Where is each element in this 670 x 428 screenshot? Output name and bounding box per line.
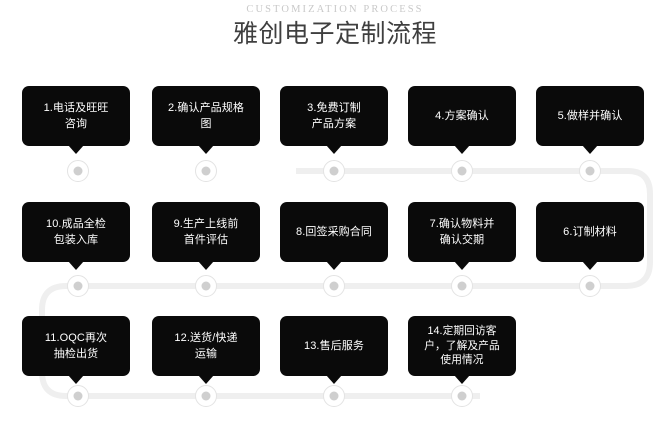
eyebrow-subtitle: CUSTOMIZATION PROCESS: [246, 4, 424, 15]
step-label-10: 10.成品全检 包装入库: [46, 218, 106, 246]
step-box-2[interactable]: 2.确认产品规格 图: [152, 86, 260, 154]
node-step-3: [323, 160, 345, 182]
step-box-5[interactable]: 5.做样并确认: [536, 86, 644, 154]
node-step-10: [67, 275, 89, 297]
node-step-1: [67, 160, 89, 182]
step-label-13: 13.售后服务: [304, 340, 364, 352]
node-step-13: [323, 385, 345, 407]
step-box-4[interactable]: 4.方案确认: [408, 86, 516, 154]
step-box-8[interactable]: 8.回签采购合同: [280, 202, 388, 270]
node-step-7: [451, 275, 473, 297]
step-box-7[interactable]: 7.确认物料并 确认交期: [408, 202, 516, 270]
node-step-12: [195, 385, 217, 407]
step-box-12[interactable]: 12.送货/快递 运输: [152, 316, 260, 384]
node-step-8: [323, 275, 345, 297]
node-step-2: [195, 160, 217, 182]
step-label-9: 9.生产上线前 首件评估: [173, 218, 239, 246]
step-box-6[interactable]: 6.订制材料: [536, 202, 644, 270]
step-label-7: 7.确认物料并 确认交期: [429, 218, 495, 246]
step-label-12: 12.送货/快递 运输: [174, 332, 238, 360]
page-title: 雅创电子定制流程: [232, 20, 437, 48]
node-step-9: [195, 275, 217, 297]
step-box-11[interactable]: 11.OQC再次 抽检出货: [22, 316, 130, 384]
step-label-1: 1.电话及旺旺 咨询: [43, 102, 109, 130]
step-box-10[interactable]: 10.成品全检 包装入库: [22, 202, 130, 270]
step-label-14: 14.定期回访客 户，了解及产品 使用情况: [424, 325, 500, 367]
step-box-3[interactable]: 3.免费订制 产品方案: [280, 86, 388, 154]
node-step-11: [67, 385, 89, 407]
step-label-3: 3.免费订制 产品方案: [307, 102, 361, 130]
step-box-13[interactable]: 13.售后服务: [280, 316, 388, 384]
step-box-9[interactable]: 9.生产上线前 首件评估: [152, 202, 260, 270]
step-label-2: 2.确认产品规格 图: [168, 102, 244, 130]
node-step-14: [451, 385, 473, 407]
step-label-5: 5.做样并确认: [557, 110, 623, 122]
step-label-6: 6.订制材料: [563, 226, 617, 238]
step-box-1[interactable]: 1.电话及旺旺 咨询: [22, 86, 130, 154]
step-label-4: 4.方案确认: [435, 110, 489, 122]
node-step-5: [579, 160, 601, 182]
node-step-6: [579, 275, 601, 297]
step-label-8: 8.回签采购合同: [296, 226, 372, 238]
node-step-4: [451, 160, 473, 182]
step-box-14[interactable]: 14.定期回访客 户，了解及产品 使用情况: [408, 316, 516, 384]
step-label-11: 11.OQC再次 抽检出货: [44, 332, 108, 360]
